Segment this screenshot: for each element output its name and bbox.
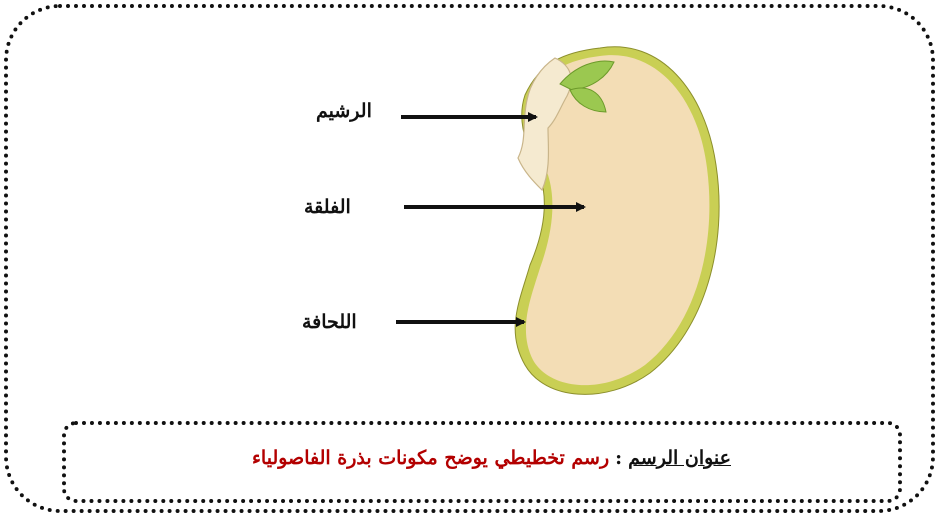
label-seed-coat: اللحافة: [302, 311, 357, 333]
label-embryo: الرشيم: [316, 100, 372, 122]
caption-label: عنوان الرسم: [628, 447, 731, 469]
label-cotyledon: الفلقة: [304, 196, 351, 218]
diagram-caption: عنوان الرسم:رسم تخطيطي يوضح مكونات بذرة …: [252, 447, 731, 469]
caption-separator: :: [609, 447, 628, 469]
caption-text: رسم تخطيطي يوضح مكونات بذرة الفاصولياء: [252, 447, 609, 469]
